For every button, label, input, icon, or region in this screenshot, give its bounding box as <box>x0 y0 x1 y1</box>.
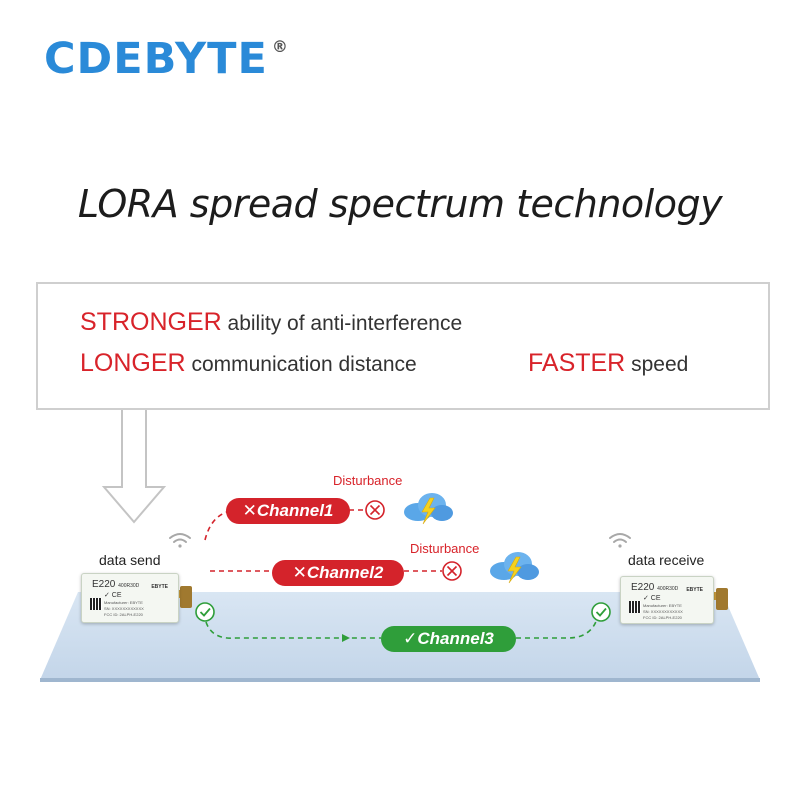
feature-text: ability of anti-interference <box>227 312 463 335</box>
check-icon <box>591 602 611 622</box>
receiver-label: data receive <box>628 552 705 568</box>
brand-logo: CDEBYTE® <box>44 38 289 81</box>
feature-text: speed <box>631 353 689 376</box>
channel3-route-left <box>205 621 381 639</box>
feature-faster: FASTER speed <box>528 349 688 378</box>
wifi-icon <box>609 533 631 548</box>
channel1-route <box>204 509 237 541</box>
channel2-pill: ✕Channel2 <box>272 560 404 586</box>
module-info: Manufacturer: EBYTE SN: XXXXXXXXXXXX FCC… <box>104 600 144 617</box>
feature-stronger: STRONGER ability of anti-interference <box>80 308 462 337</box>
feature-callout: STRONGER ability of anti-interference LO… <box>36 282 770 410</box>
disturbance-label: Disturbance <box>333 473 403 488</box>
registered-mark: ® <box>271 36 289 56</box>
blocked-icon <box>365 500 385 520</box>
module-cert: ✓ CE <box>104 592 122 599</box>
channel-label: Channel2 <box>306 563 384 582</box>
arrow-icon <box>342 634 350 642</box>
feature-highlight: STRONGER <box>80 308 222 336</box>
ground-plane-edge <box>40 678 760 682</box>
sender-module: E220 400R30D EBYTE ✓ CE Manufacturer: EB… <box>81 573 179 623</box>
qr-code-icon <box>629 601 641 613</box>
qr-code-icon <box>90 598 102 610</box>
feature-longer: LONGER communication distance <box>80 349 417 378</box>
module-info: Manufacturer: EBYTE SN: XXXXXXXXXXXX FCC… <box>643 603 683 620</box>
check-icon <box>195 602 215 622</box>
blocked-icon <box>442 561 462 581</box>
blocked-mark: ✕ <box>292 563 307 582</box>
module-cert: ✓ CE <box>643 595 661 602</box>
blocked-mark: ✕ <box>242 501 257 520</box>
module-brand: EBYTE <box>151 584 168 590</box>
channel3-pill: ✓Channel3 <box>381 626 516 652</box>
feature-highlight: FASTER <box>528 349 626 377</box>
antenna-icon <box>174 586 192 608</box>
antenna-icon <box>710 588 728 610</box>
module-brand: EBYTE <box>686 587 703 593</box>
module-model: E220 400R30D <box>631 582 679 593</box>
storm-cloud-icon <box>404 493 453 525</box>
sender-label: data send <box>99 552 161 568</box>
channel-label: Channel1 <box>256 501 334 520</box>
channel1-pill: ✕Channel1 <box>226 498 350 524</box>
storm-cloud-icon <box>490 552 539 584</box>
feature-text: communication distance <box>191 353 417 376</box>
module-model: E220 400R30D <box>92 579 140 590</box>
headline: LORA spread spectrum technology <box>77 182 723 226</box>
disturbance-label: Disturbance <box>410 541 480 556</box>
feature-highlight: LONGER <box>80 349 186 377</box>
brand-name: CDEBYTE <box>44 34 268 84</box>
wifi-icon <box>169 533 191 548</box>
channel-label: Channel3 <box>417 629 494 648</box>
receiver-module: E220 400R30D EBYTE ✓ CE Manufacturer: EB… <box>620 576 714 624</box>
ok-mark: ✓ <box>403 629 418 648</box>
